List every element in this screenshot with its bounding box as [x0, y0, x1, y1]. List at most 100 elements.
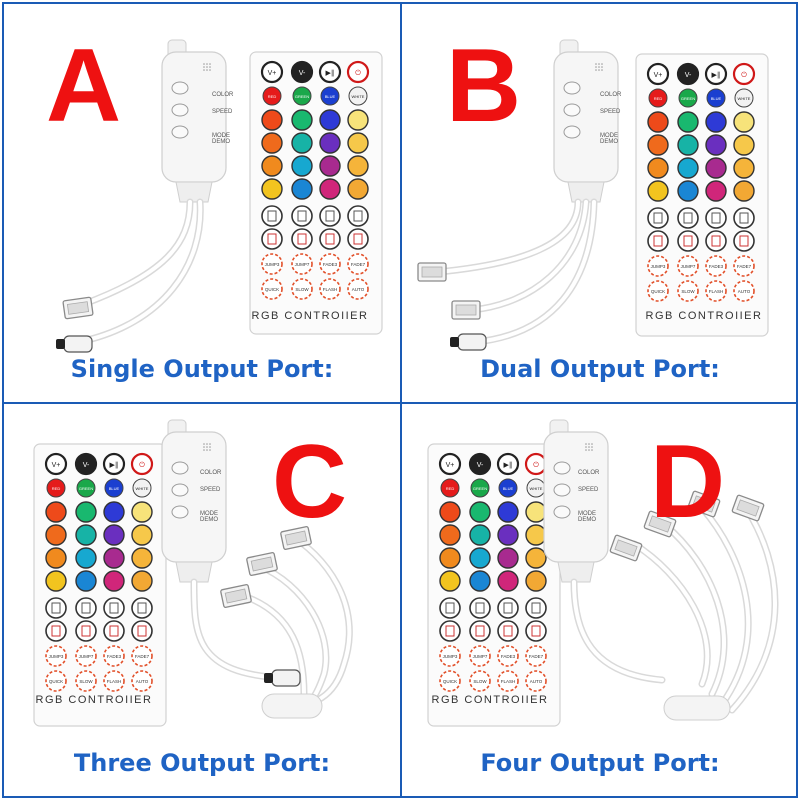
remote-diy-icon — [267, 233, 277, 245]
remote-mode-button-label: FADE7 — [737, 264, 752, 269]
remote-color-button — [647, 111, 669, 133]
remote-color-button — [131, 524, 153, 546]
remote-mode-button — [705, 255, 727, 277]
remote-diy-button — [103, 620, 125, 642]
controller-button — [171, 81, 189, 95]
output-connector — [220, 584, 252, 608]
controller-body — [161, 431, 227, 563]
remote-control-button — [704, 62, 728, 86]
remote-diy-icon — [531, 625, 541, 637]
remote-diy-button — [469, 620, 491, 642]
remote-color-button — [75, 547, 97, 569]
remote-mode-button — [103, 645, 125, 667]
remote-color-button — [347, 132, 369, 154]
remote-color-button — [497, 570, 519, 592]
remote-mode-button-label: QUICK — [443, 679, 457, 684]
output-cable-highlight — [436, 200, 580, 274]
controller-label-color: COLOR — [578, 470, 600, 476]
output-connector — [609, 534, 643, 562]
remote-mode-button-label: FADE7 — [135, 654, 150, 659]
controller-label-color: COLOR — [600, 92, 622, 98]
remote-control-button — [290, 60, 314, 84]
controller-mic-hole — [203, 69, 205, 71]
controller-mic-hole — [595, 66, 597, 68]
remote-color-button — [75, 524, 97, 546]
controller-mic-hole — [588, 449, 590, 451]
remote-mode-button — [75, 645, 97, 667]
connector-slot — [421, 266, 443, 278]
remote-diy-icon — [445, 602, 455, 614]
remote-color-button — [677, 180, 699, 202]
remote-control-button-label: ▶∥ — [110, 461, 119, 469]
remote-control-button-label: V- — [83, 462, 90, 469]
remote-mode-button — [131, 645, 153, 667]
remote-mode-button-label: FLASH — [709, 289, 724, 294]
remote-diy-button — [131, 620, 153, 642]
remote-color-button — [76, 478, 96, 498]
controller-body — [161, 51, 227, 183]
remote-color-button — [45, 501, 67, 523]
remote-diy-icon — [325, 210, 335, 222]
remote-diy-icon — [353, 210, 363, 222]
controller-mic-hole — [203, 66, 205, 68]
remote-mode-button — [647, 255, 669, 277]
remote-color-button — [469, 570, 491, 592]
connector-slot — [692, 495, 716, 513]
remote-color-button-label: WHITE — [530, 486, 543, 491]
remote-mode-button-label: JUMP3 — [265, 262, 280, 267]
remote-mode-button — [733, 280, 755, 302]
remote-mode-button-label: FLASH — [501, 679, 516, 684]
remote-mode-button — [347, 253, 369, 275]
remote-color-button-label: GREEN — [473, 486, 487, 491]
remote-diy-icon — [475, 602, 485, 614]
remote-color-button — [497, 547, 519, 569]
controller-mic-hole — [598, 63, 600, 65]
controller-button — [171, 461, 189, 475]
remote-diy-icon — [503, 625, 513, 637]
remote-color-button — [705, 111, 727, 133]
remote-mode-button — [677, 280, 699, 302]
remote-color-button — [706, 88, 726, 108]
variant-letter: A — [46, 28, 122, 144]
variant-letter: B — [446, 28, 522, 144]
controller-label-mode: MODE DEMO — [200, 511, 218, 523]
remote-color-button — [348, 86, 368, 106]
remote-color-button — [261, 155, 283, 177]
connector-slot — [648, 515, 672, 533]
remote-color-button — [439, 547, 461, 569]
output-connector — [417, 262, 447, 282]
remote-diy-icon — [683, 212, 693, 224]
remote-diy-button — [647, 230, 669, 252]
controller-mic-hole — [585, 449, 587, 451]
controller-button — [553, 483, 571, 497]
remote-color-button — [347, 109, 369, 131]
remote-color-button — [705, 180, 727, 202]
remote-color-button — [469, 524, 491, 546]
power-plug-tip — [264, 673, 273, 683]
controller-mic-hole — [598, 69, 600, 71]
remote-mode-button-label: JUMP7 — [295, 262, 310, 267]
remote-mode-button-label: SLOW — [681, 289, 695, 294]
remote-color-button — [648, 88, 668, 108]
caption-four-output: Four Output Port: — [480, 749, 720, 777]
controller-label-mode: MODE DEMO — [578, 511, 596, 523]
remote-diy-icon — [683, 235, 693, 247]
remote-control-button — [44, 452, 68, 476]
controller-mic-hole — [206, 66, 208, 68]
remote-control-button-label: V- — [477, 462, 484, 469]
controller-mic-hole — [203, 63, 205, 65]
remote-color-button — [75, 570, 97, 592]
controller-label-color: COLOR — [212, 92, 234, 98]
connector-slot — [66, 301, 90, 315]
remote-mode-button-label: FADE3 — [709, 264, 724, 269]
remote-diy-button — [319, 228, 341, 250]
remote-control-button — [646, 62, 670, 86]
remote-color-button — [525, 570, 547, 592]
remote-color-button — [347, 155, 369, 177]
remote-color-button-label: BLUE — [325, 94, 336, 99]
remote-mode-button-label: SLOW — [473, 679, 487, 684]
power-plug-tip — [450, 337, 459, 347]
remote-mode-button — [261, 253, 283, 275]
